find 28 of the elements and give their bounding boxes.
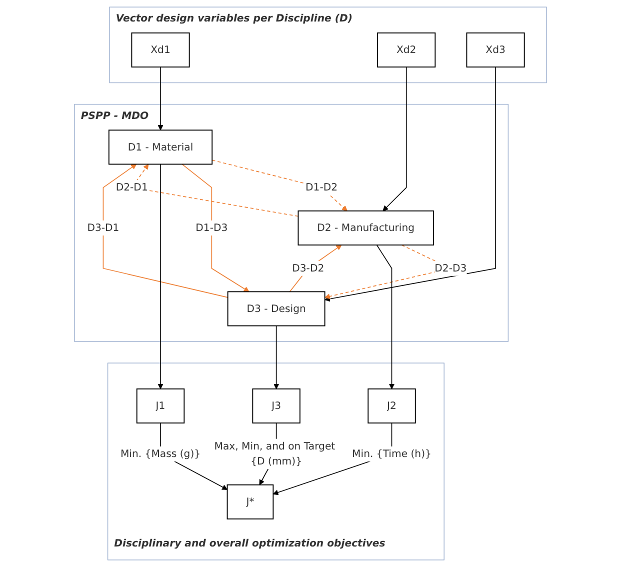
node-box: D3 - Design xyxy=(227,291,326,326)
arrow xyxy=(182,164,250,292)
edge-label: Max, Min, and on Target {D (mm)} xyxy=(214,440,336,468)
edge-label: Min. {Mass (g)} xyxy=(120,448,201,460)
arrow xyxy=(102,164,228,298)
arrow xyxy=(158,66,164,130)
arrow xyxy=(382,66,407,212)
arrow xyxy=(376,244,395,390)
node-box: Xd1 xyxy=(131,32,190,68)
node-box: D2 - Manufacturing xyxy=(298,210,434,246)
edge-label: D2-D3 xyxy=(434,262,467,274)
node-box: Xd3 xyxy=(466,32,525,68)
arrow xyxy=(158,164,164,390)
edge-label: D3-D2 xyxy=(292,262,324,274)
node-box: Xd2 xyxy=(377,32,436,68)
node-box: J3 xyxy=(252,388,300,424)
edge-label: D2-D1 xyxy=(116,181,148,194)
node-box: J* xyxy=(226,484,274,520)
edge-label: D1-D3 xyxy=(196,222,228,234)
edge-label: D3-D1 xyxy=(87,222,120,234)
arrow xyxy=(212,160,348,212)
arrow xyxy=(289,244,342,292)
node-box: J1 xyxy=(136,388,185,424)
arrow xyxy=(274,325,280,390)
node-box: D1 - Material xyxy=(108,130,213,165)
edge-label: D1-D2 xyxy=(306,181,338,194)
node-box: J2 xyxy=(368,388,416,424)
edge-label: Min. {Time (h)} xyxy=(352,448,432,460)
